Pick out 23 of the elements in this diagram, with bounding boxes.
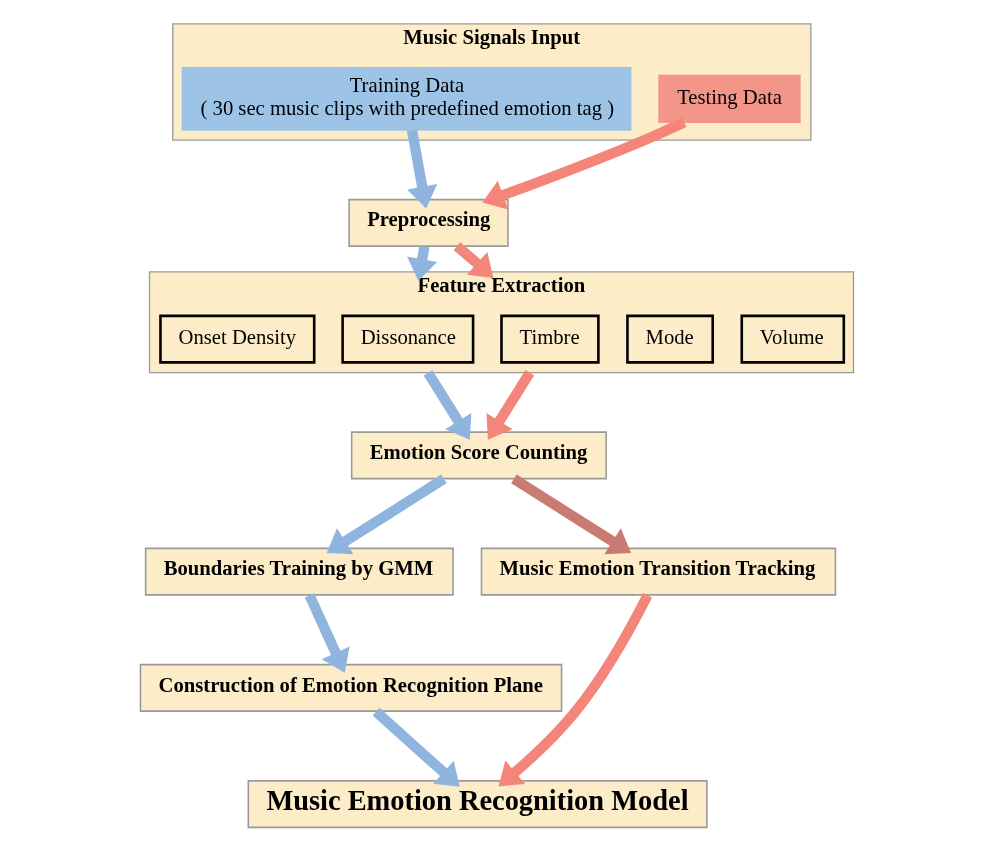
node-box: Dissonance xyxy=(341,314,475,364)
node-box: Volume xyxy=(740,314,846,364)
arrow xyxy=(511,474,632,555)
arrow xyxy=(498,592,653,787)
arrow xyxy=(486,369,535,440)
arrow xyxy=(304,593,350,673)
arrow xyxy=(406,129,438,209)
node-box: Boundaries Training by GMM xyxy=(144,547,454,596)
arrow xyxy=(423,369,472,440)
node-box: Music Emotion Transition Tracking xyxy=(480,547,837,596)
node-box: Training Data ( 30 sec music clips with predefined emotion tag ) xyxy=(181,67,632,131)
node-box: Mode xyxy=(626,314,714,364)
node-box: Timbre xyxy=(500,314,600,364)
node-box: Music Emotion Recognition Model xyxy=(247,780,708,829)
node-box: Onset Density xyxy=(159,314,316,364)
arrow xyxy=(453,242,494,278)
node-box: Preprocessing xyxy=(348,198,509,247)
node-box: Testing Data xyxy=(658,74,801,123)
arrow xyxy=(482,117,687,210)
node-box: Emotion Score Counting xyxy=(350,431,607,480)
arrow xyxy=(372,707,460,787)
node-box: Construction of Emotion Recognition Plane xyxy=(139,663,563,712)
arrow xyxy=(326,474,447,555)
